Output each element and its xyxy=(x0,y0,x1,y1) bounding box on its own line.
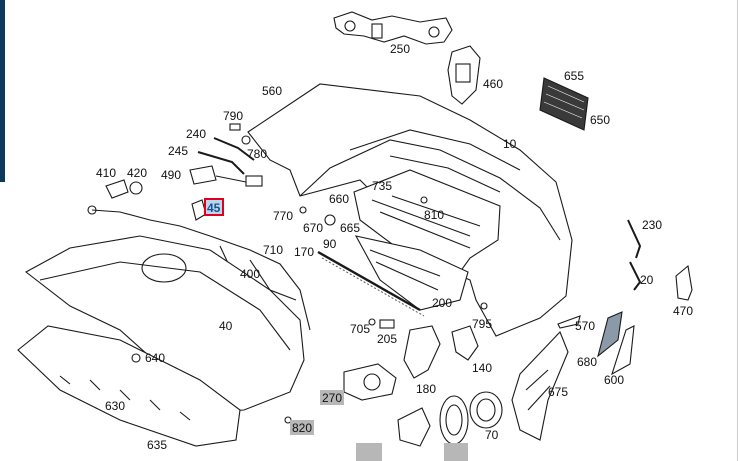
greyed-part-270[interactable]: 270 xyxy=(320,390,344,405)
part-label-820[interactable]: 820 xyxy=(292,421,312,435)
part-label-250[interactable]: 250 xyxy=(390,42,410,56)
part-label-270[interactable]: 270 xyxy=(322,391,342,405)
part-label-770[interactable]: 770 xyxy=(273,209,293,223)
part-label-680[interactable]: 680 xyxy=(577,355,597,369)
part-label-470[interactable]: 470 xyxy=(673,304,693,318)
part-label-790[interactable]: 790 xyxy=(223,109,243,123)
part-label-170[interactable]: 170 xyxy=(294,245,314,259)
part-label-490[interactable]: 490 xyxy=(161,168,181,182)
part-label-10[interactable]: 10 xyxy=(503,137,517,151)
part-label-410[interactable]: 410 xyxy=(96,166,116,180)
part-label-655[interactable]: 655 xyxy=(564,69,584,83)
part-label-735[interactable]: 735 xyxy=(372,179,392,193)
part-label-40[interactable]: 40 xyxy=(219,319,233,333)
part-label-200[interactable]: 200 xyxy=(432,296,452,310)
part-label-420[interactable]: 420 xyxy=(127,166,147,180)
part-label-205[interactable]: 205 xyxy=(377,332,397,346)
part-label-560[interactable]: 560 xyxy=(262,84,282,98)
part-label-600[interactable]: 600 xyxy=(604,373,624,387)
part-label-640[interactable]: 640 xyxy=(145,351,165,365)
right-divider xyxy=(737,0,738,461)
part-label-635[interactable]: 635 xyxy=(147,438,167,452)
left-accent-bar xyxy=(0,0,5,182)
part-label-180[interactable]: 180 xyxy=(416,382,436,396)
part-label-780[interactable]: 780 xyxy=(247,147,267,161)
part-label-630[interactable]: 630 xyxy=(105,399,125,413)
part-label-670[interactable]: 670 xyxy=(303,221,323,235)
part-label-70[interactable]: 70 xyxy=(485,428,499,442)
parts-drawing xyxy=(17,11,693,447)
part-label-675[interactable]: 675 xyxy=(548,385,568,399)
plate-grid-650 xyxy=(539,77,589,131)
part-label-400[interactable]: 400 xyxy=(240,267,260,281)
part-label-710[interactable]: 710 xyxy=(263,243,283,257)
part-label-660[interactable]: 660 xyxy=(329,192,349,206)
part-label-650[interactable]: 650 xyxy=(590,113,610,127)
part-label-665[interactable]: 665 xyxy=(340,221,360,235)
greyed-part-820[interactable]: 820 xyxy=(290,420,314,435)
part-label-45[interactable]: 45 xyxy=(207,201,221,215)
part-label-810[interactable]: 810 xyxy=(424,208,444,222)
part-label-20[interactable]: 20 xyxy=(640,273,654,287)
greyed-label-partial-1 xyxy=(356,443,382,461)
part-label-795[interactable]: 795 xyxy=(472,317,492,331)
part-labels: 250 460 655 650 560 790 780 240 245 10 4… xyxy=(96,42,693,461)
part-label-230[interactable]: 230 xyxy=(642,218,662,232)
selected-part-45[interactable]: 45 xyxy=(204,198,224,216)
part-label-460[interactable]: 460 xyxy=(483,77,503,91)
part-label-240[interactable]: 240 xyxy=(186,127,206,141)
part-label-705[interactable]: 705 xyxy=(350,322,370,336)
part-label-570[interactable]: 570 xyxy=(575,319,595,333)
part-label-245[interactable]: 245 xyxy=(168,144,188,158)
part-label-90[interactable]: 90 xyxy=(323,237,337,251)
greyed-label-partial-2 xyxy=(444,443,468,461)
part-label-140[interactable]: 140 xyxy=(472,361,492,375)
